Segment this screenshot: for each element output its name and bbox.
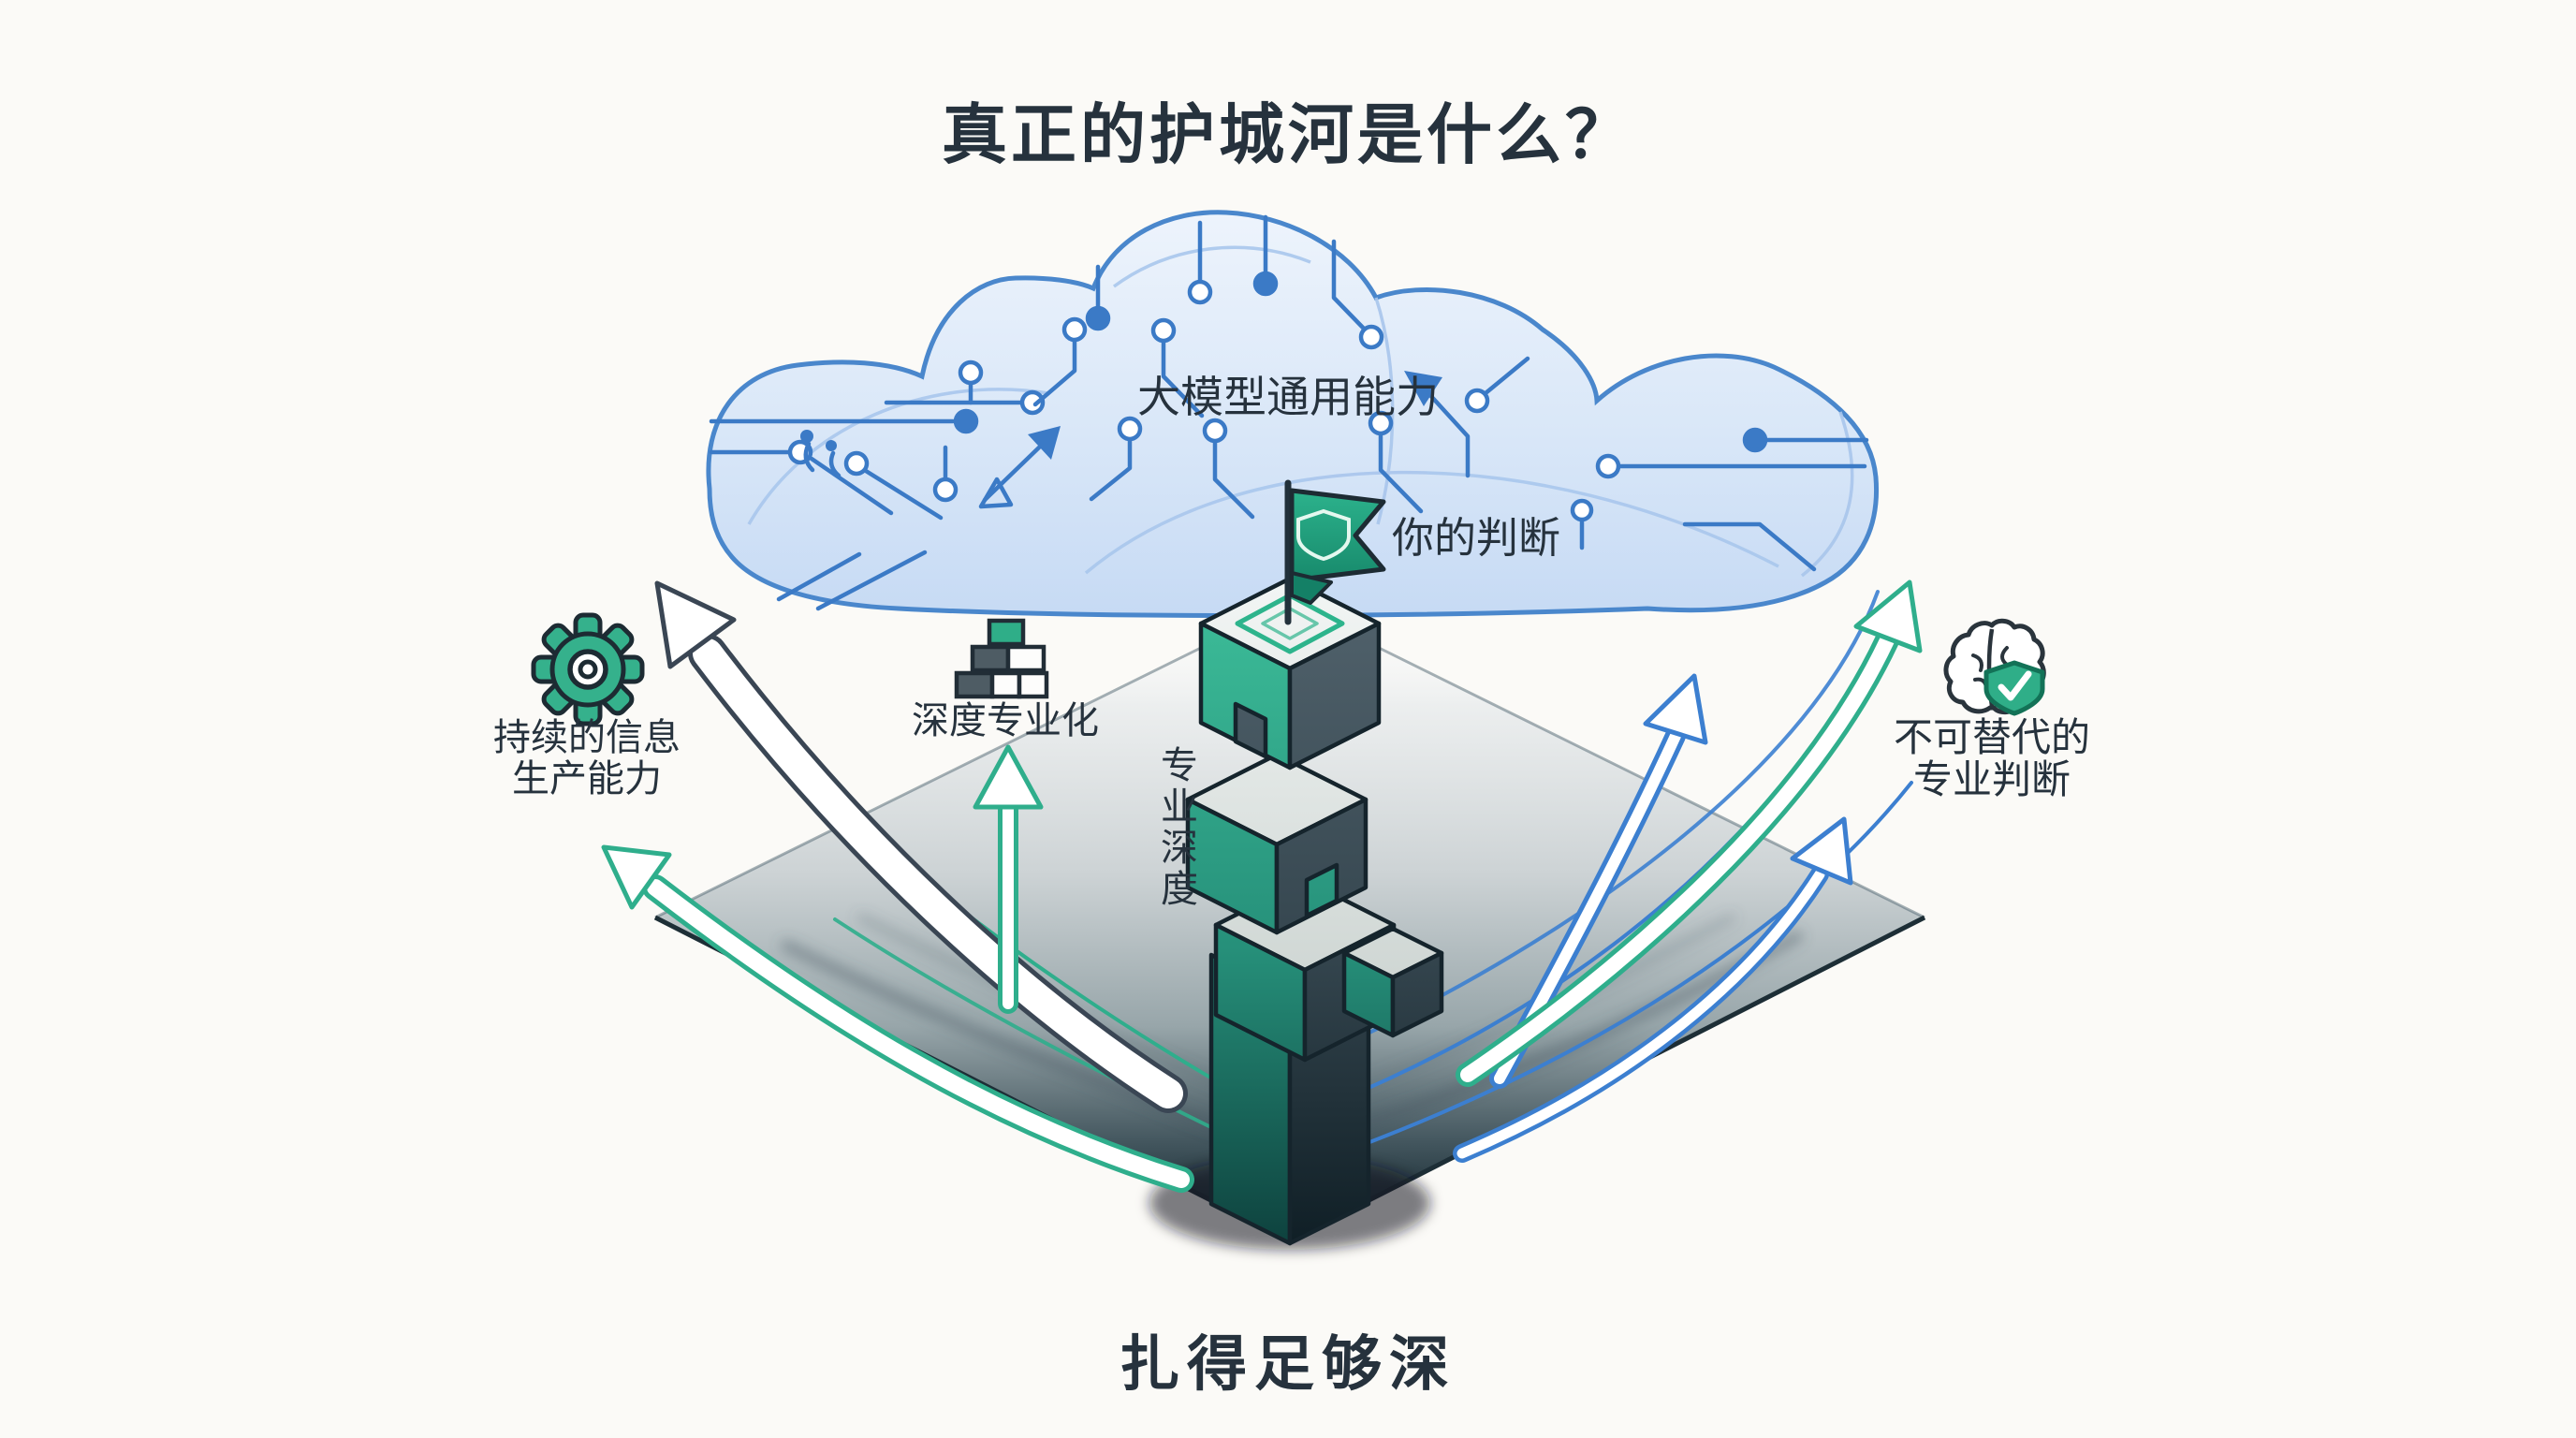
circuit-arrow-icon — [1028, 426, 1061, 460]
gear-icon — [531, 612, 645, 726]
pillar-depth-label: 专业深度 — [1155, 745, 1196, 910]
arrow-green-up-left-icon — [601, 844, 1194, 1193]
page-title: 真正的护城河是什么？ — [942, 98, 1634, 171]
cloud-inner-arcs — [747, 245, 1854, 578]
cloud-capability-label: 大模型通用能力 — [1137, 373, 1439, 421]
middle-factor-label: 深度专业化 — [912, 700, 1099, 741]
arrow-blue-low-icon — [1453, 816, 1853, 1163]
shield-icon — [1296, 508, 1351, 562]
ai-cloud — [706, 210, 1880, 618]
arrow-green-up-right-icon — [1456, 580, 1923, 1087]
stacked-blocks-icon — [954, 618, 1049, 699]
circuit-pattern — [709, 214, 1869, 611]
right-factor-line2: 专业判断 — [1912, 756, 2071, 801]
right-factor-line1: 不可替代的 — [1893, 715, 2091, 759]
your-judgment-label: 你的判断 — [1392, 514, 1561, 562]
growth-arrows — [601, 580, 1923, 1193]
left-factor-line1: 持续的信息 — [493, 717, 681, 758]
left-factor-label: 持续的信息 生产能力 — [493, 717, 681, 800]
pillar-top-diamond-icon — [1235, 593, 1345, 654]
circuit-arrow-outline-icon — [978, 477, 1014, 509]
expertise-pillar — [1185, 576, 1444, 1246]
left-factor-line2: 生产能力 — [512, 758, 662, 800]
brain-shield-icon — [1943, 618, 2046, 716]
judgment-flag-icon — [1284, 479, 1386, 625]
right-factor-label: 不可替代的 专业判断 — [1893, 715, 2091, 801]
circuit-arrow-icon — [1404, 371, 1442, 406]
footer-label: 扎得足够深 — [1120, 1330, 1456, 1398]
arrow-dark-up-left-icon — [654, 580, 1188, 1113]
arrow-green-up-icon — [973, 744, 1044, 1014]
